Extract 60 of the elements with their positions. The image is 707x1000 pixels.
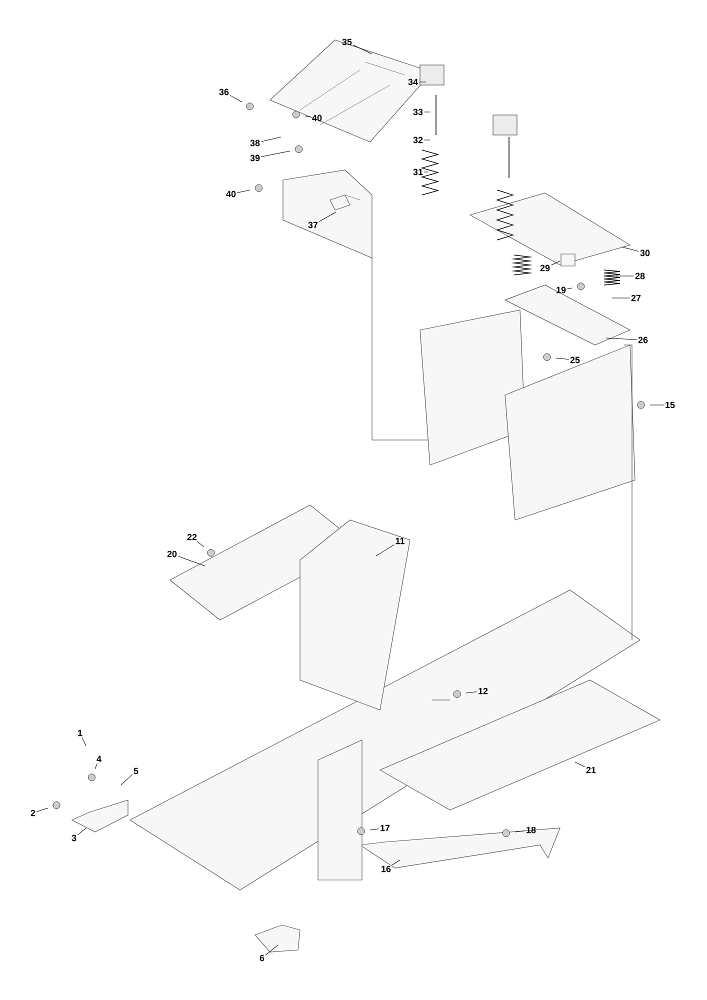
callout-number: 5 bbox=[134, 768, 138, 774]
leader-line bbox=[260, 150, 290, 157]
callout-number: 21 bbox=[586, 766, 596, 774]
leader-line bbox=[196, 541, 204, 548]
callout-number: 35 bbox=[342, 38, 352, 46]
callout-number: 30 bbox=[640, 250, 650, 256]
callout-number: 1 bbox=[78, 730, 82, 736]
leader-line bbox=[352, 44, 372, 54]
leader-line bbox=[574, 762, 586, 768]
callout-number: 12 bbox=[478, 688, 488, 694]
leader-line bbox=[622, 246, 640, 252]
callout-number: 38 bbox=[250, 140, 260, 146]
leader-line bbox=[392, 860, 400, 866]
callout-number: 40 bbox=[312, 114, 322, 122]
callout-number: 25 bbox=[570, 356, 580, 364]
callout-number: 17 bbox=[380, 824, 390, 832]
callout-number: 6 bbox=[260, 954, 264, 962]
callout-number: 4 bbox=[96, 756, 102, 762]
leader-line bbox=[265, 944, 278, 956]
callout-number: 16 bbox=[382, 866, 391, 872]
leader-line bbox=[178, 556, 206, 566]
leader-line bbox=[650, 404, 664, 406]
leader-line bbox=[370, 828, 380, 830]
callout-number: 34 bbox=[408, 78, 418, 86]
leader-line bbox=[556, 358, 570, 360]
callout-number: 32 bbox=[413, 136, 423, 144]
leader-line bbox=[260, 136, 282, 142]
callout-number: 3 bbox=[72, 834, 76, 842]
callout-number: 2 bbox=[30, 810, 36, 816]
leader-line bbox=[120, 774, 133, 786]
leader-line bbox=[36, 808, 48, 812]
callout-number: 36 bbox=[219, 88, 229, 96]
callout-number: 29 bbox=[540, 264, 550, 272]
callout-number: 33 bbox=[413, 108, 423, 116]
callout-number: 18 bbox=[526, 826, 536, 834]
leader-line bbox=[304, 116, 312, 118]
callout-number: 27 bbox=[631, 294, 641, 302]
leader-line bbox=[514, 830, 526, 832]
leader-line bbox=[77, 828, 86, 836]
callout-number: 11 bbox=[396, 538, 404, 544]
callout-number: 26 bbox=[638, 336, 648, 344]
leader-line bbox=[94, 763, 98, 770]
leader-line bbox=[82, 737, 86, 746]
callout-number: 31 bbox=[413, 168, 423, 176]
leader-line bbox=[466, 692, 478, 694]
callout-number: 39 bbox=[250, 154, 260, 162]
callout-number: 28 bbox=[635, 272, 645, 280]
callout-number: 20 bbox=[167, 550, 177, 558]
leader-line bbox=[550, 260, 560, 266]
callout-number: 19 bbox=[556, 286, 566, 294]
callout-number: 37 bbox=[308, 222, 318, 228]
leader-line bbox=[236, 190, 250, 193]
callout-number: 15 bbox=[666, 402, 675, 408]
leader-line bbox=[606, 338, 638, 340]
leader-line bbox=[318, 212, 336, 222]
leader-line bbox=[376, 544, 394, 556]
leader-line bbox=[230, 95, 242, 102]
callout-number: 22 bbox=[187, 534, 197, 540]
leader-line bbox=[566, 288, 572, 290]
callout-number: 40 bbox=[226, 190, 236, 198]
